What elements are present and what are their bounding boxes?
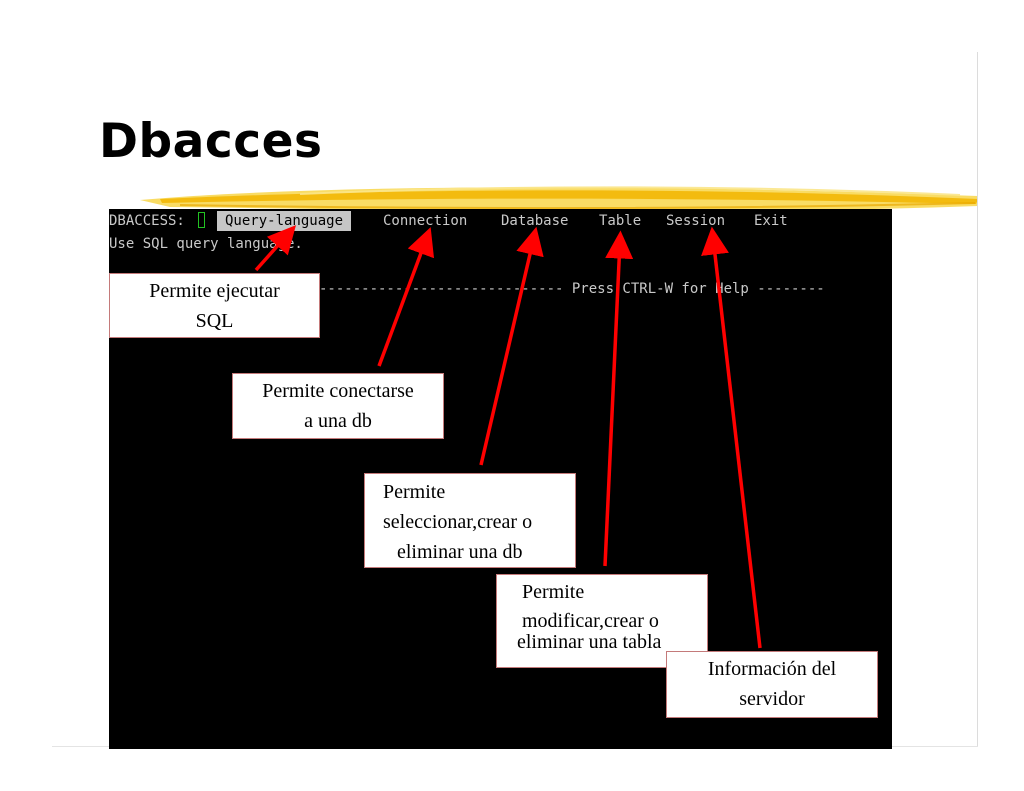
- title-underline-stroke: [140, 186, 978, 212]
- callout-database-line1: Permite: [383, 481, 446, 503]
- right-rule: [977, 52, 978, 747]
- callout-connection-line2: a una db: [304, 410, 372, 432]
- arrow-database: [479, 226, 544, 466]
- arrow-table: [603, 230, 634, 567]
- callout-session-line1: Información del: [707, 658, 837, 680]
- callout-session-line2: servidor: [739, 688, 805, 710]
- terminal-cursor: [198, 212, 205, 228]
- callout-database-line2: seleccionar,crear o: [383, 511, 533, 533]
- menu-database[interactable]: Database: [501, 213, 569, 229]
- menu-query-language[interactable]: Query-language: [217, 211, 352, 231]
- arrow-connection: [377, 227, 435, 367]
- callout-database-line3: eliminar una db: [397, 541, 523, 563]
- callout-session: Información del servidor: [666, 651, 878, 718]
- arrow-query-language: [254, 225, 296, 272]
- callout-query-language: Permite ejecutar SQL: [109, 273, 320, 338]
- callout-table-line3: eliminar una tabla: [517, 631, 662, 653]
- arrow-session: [701, 226, 762, 649]
- callout-table-line2: modificar,crear o: [522, 610, 659, 632]
- callout-database: Permite seleccionar,crear o eliminar una…: [364, 473, 576, 568]
- callout-table-line1: Permite: [522, 581, 585, 603]
- page-title: Dbacces: [99, 114, 323, 169]
- callout-connection: Permite conectarse a una db: [232, 373, 444, 439]
- callout-query-line1: Permite ejecutar: [149, 280, 280, 302]
- menu-session[interactable]: Session: [666, 213, 726, 229]
- menu-connection[interactable]: Connection: [383, 213, 468, 229]
- terminal-prompt: DBACCESS:: [109, 213, 185, 229]
- menu-exit[interactable]: Exit: [754, 213, 788, 229]
- callout-connection-line1: Permite conectarse: [262, 380, 414, 402]
- callout-query-line2: SQL: [195, 310, 234, 332]
- help-line: ----------------------------- Press CTRL…: [319, 281, 825, 297]
- menu-table[interactable]: Table: [599, 213, 642, 229]
